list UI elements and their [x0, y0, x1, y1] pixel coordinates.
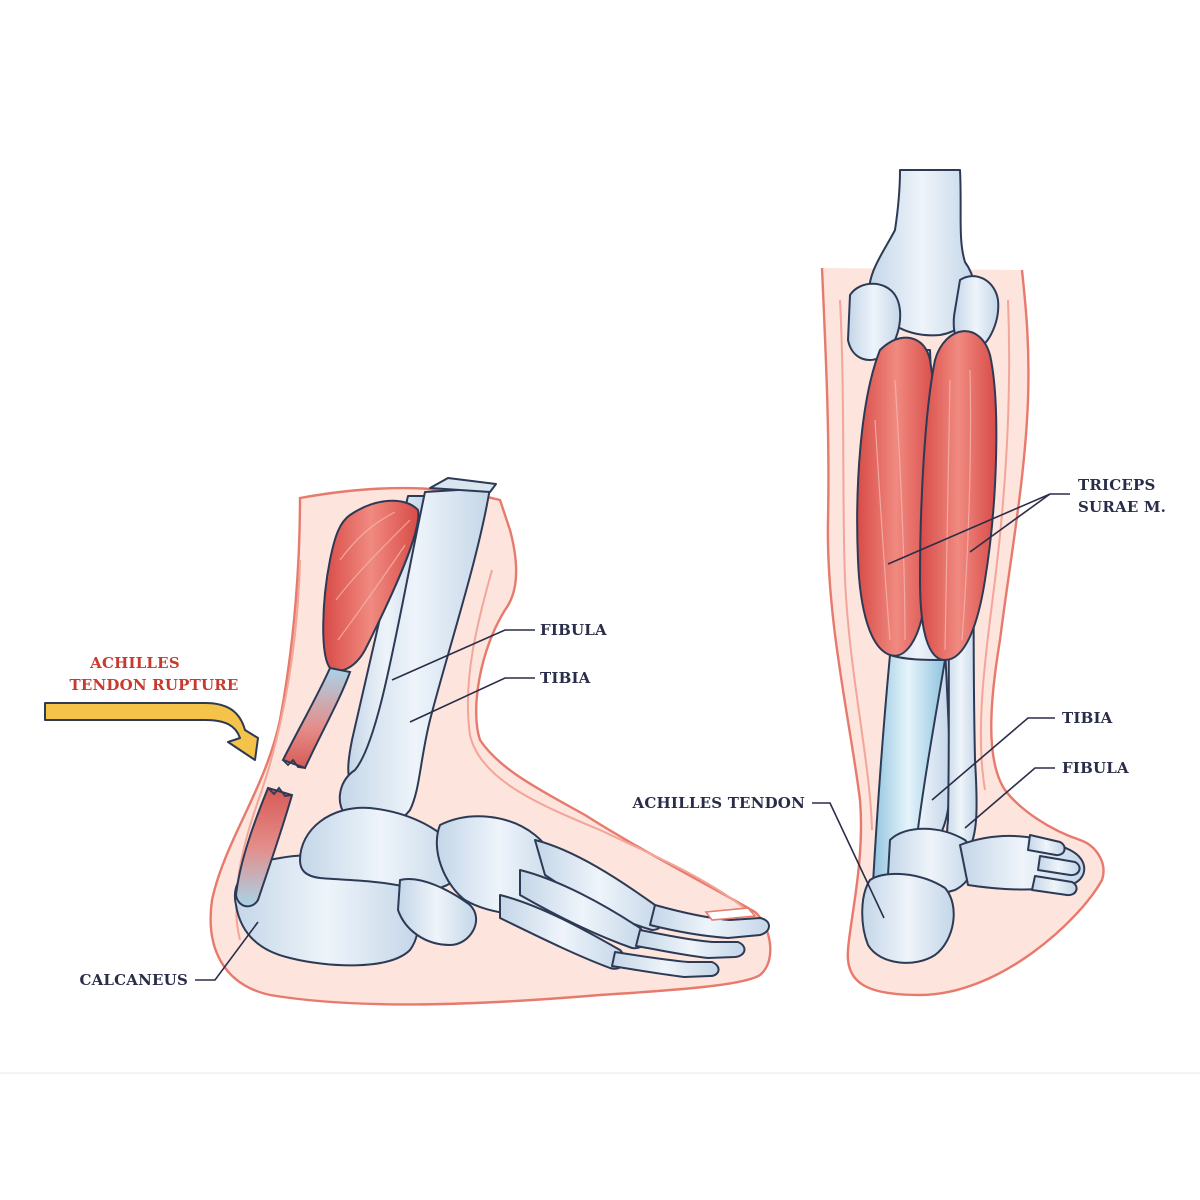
left-skin-inner-line-2	[466, 569, 753, 916]
rupture-label-line1: ACHILLES	[89, 654, 180, 672]
right-calcaneus-bone	[861, 872, 955, 964]
left-fibula-label: FIBULA	[540, 621, 607, 639]
right-toe-2	[1037, 855, 1081, 877]
right-skin-inner-2	[979, 299, 1011, 791]
right-fibula-label: FIBULA	[1062, 759, 1129, 777]
right-labels: TRICEPS SURAE M. TIBIA FIBULA ACHILLES T…	[632, 476, 1166, 919]
achilles-leader	[812, 802, 885, 919]
right-tibia-label: TIBIA	[1062, 709, 1113, 727]
right-fibula-leader	[964, 767, 1055, 829]
rupture-arrow	[44, 702, 259, 761]
left-fibula-leader	[391, 629, 535, 681]
right-knee-condyle-left	[847, 282, 902, 361]
rupture-label-line2: TENDON RUPTURE	[69, 676, 238, 694]
right-gastrocnemius-medial	[856, 336, 937, 657]
left-toe-2	[635, 929, 746, 959]
calcaneus-leader	[195, 921, 259, 981]
left-tibia-top-cut	[429, 477, 497, 493]
right-toe-3	[1031, 875, 1078, 897]
left-toenail	[704, 907, 757, 921]
triceps-label-line1: TRICEPS	[1078, 476, 1156, 494]
left-cuboid-bone	[397, 878, 477, 946]
left-labels: ACHILLES TENDON RUPTURE FIBULA TIBIA CAL…	[69, 621, 607, 989]
calcaneus-label: CALCANEUS	[79, 971, 188, 989]
triceps-label-line2: SURAE M.	[1078, 498, 1166, 516]
left-toe-3	[611, 951, 720, 978]
right-gastrocnemius-lateral	[919, 330, 998, 661]
left-tibia-leader	[409, 677, 535, 723]
triceps-leader-2	[969, 493, 1051, 553]
left-tendon-lower-stump	[234, 786, 294, 908]
left-tibia-label: TIBIA	[540, 669, 591, 687]
right-calf-rear-view	[820, 169, 1105, 997]
right-femur-bone	[868, 169, 977, 337]
left-toe-1	[649, 904, 770, 939]
right-skin-inner	[839, 299, 873, 831]
achilles-tendon-label: ACHILLES TENDON	[632, 794, 806, 812]
right-toe-1	[1027, 834, 1066, 857]
left-foot-side-view	[44, 477, 772, 1006]
right-tibia-leader	[931, 717, 1055, 801]
